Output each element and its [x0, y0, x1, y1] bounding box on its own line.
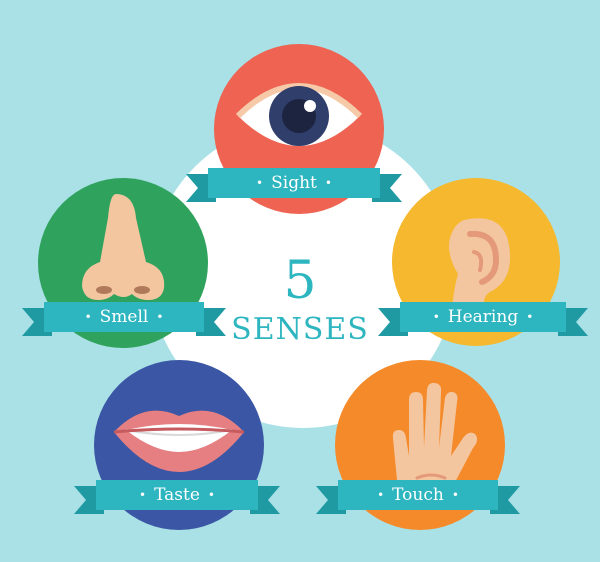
taste-banner: •Taste•	[74, 480, 258, 514]
smell-banner: •Smell•	[22, 302, 204, 336]
taste-label: Taste	[154, 485, 200, 505]
smell-label: Smell	[99, 307, 149, 327]
eye-icon	[235, 83, 363, 146]
sight-label: Sight	[271, 173, 317, 193]
touch-label: Touch	[392, 485, 444, 505]
center-number: 5	[283, 251, 317, 311]
sight-banner: •Sight•	[186, 168, 380, 202]
hearing-label: Hearing	[447, 307, 519, 327]
touch-banner: •Touch•	[316, 480, 498, 514]
lips-icon	[113, 410, 245, 472]
smell-circle	[38, 178, 208, 348]
hand-icon	[392, 382, 478, 506]
nose-icon	[82, 194, 165, 300]
center-title: SENSES	[231, 312, 369, 347]
ear-icon	[449, 218, 510, 328]
hearing-banner: •Hearing•	[378, 302, 566, 336]
